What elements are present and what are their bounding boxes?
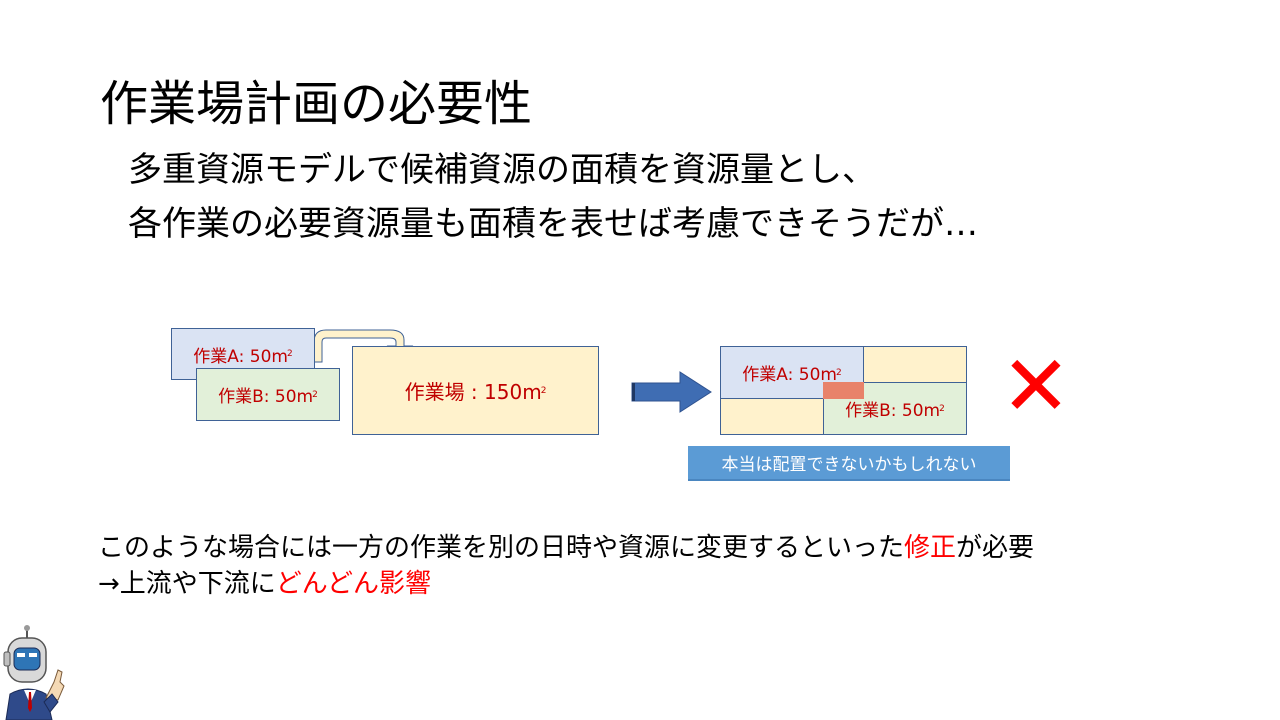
highlight-correction: 修正 [904,533,957,563]
bottom-line-2-text: →上流や下流に [98,569,276,599]
task-b-right-label: 作業B: 50m [845,401,941,421]
bottom-line-1-end: が必要 [956,533,1035,563]
workspace-label: 作業場 : 150m [404,380,542,404]
caption-badge: 本当は配置できないかもしれない [688,446,1010,481]
task-a-unit-sup: 2 [286,349,293,359]
highlight-impact: どんどん影響 [275,569,432,599]
bottom-line-2: →上流や下流にどんどん影響 [98,566,431,602]
right-arrow-icon [631,371,712,413]
bottom-line-1-text: このような場合には一方の作業を別の日時や資源に変更するといった [98,533,905,563]
subtitle-line-1: 多重資源モデルで候補資源の面積を資源量とし、 [128,150,876,190]
mascot-robot-icon [3,625,65,720]
task-a-right-unit-sup: 2 [835,367,842,378]
subtitle-line-2: 各作業の必要資源量も面積を表せば考慮できそうだが… [128,204,978,244]
task-a-right-label: 作業A: 50m [742,365,837,385]
workspace-unit-sup: 2 [540,385,547,396]
task-a-label: 作業A: 50m [193,346,288,367]
overlap-region [823,382,864,399]
bottom-line-1: このような場合には一方の作業を別の日時や資源に変更するといった修正が必要 [98,530,1034,566]
task-b-unit-sup: 2 [312,389,318,400]
slide-title: 作業場計画の必要性 [100,76,533,132]
cross-mark-icon: ✕ [1000,337,1072,435]
task-b-label: 作業B: 50m [218,387,314,407]
task-b-right-unit-sup: 2 [939,403,945,414]
